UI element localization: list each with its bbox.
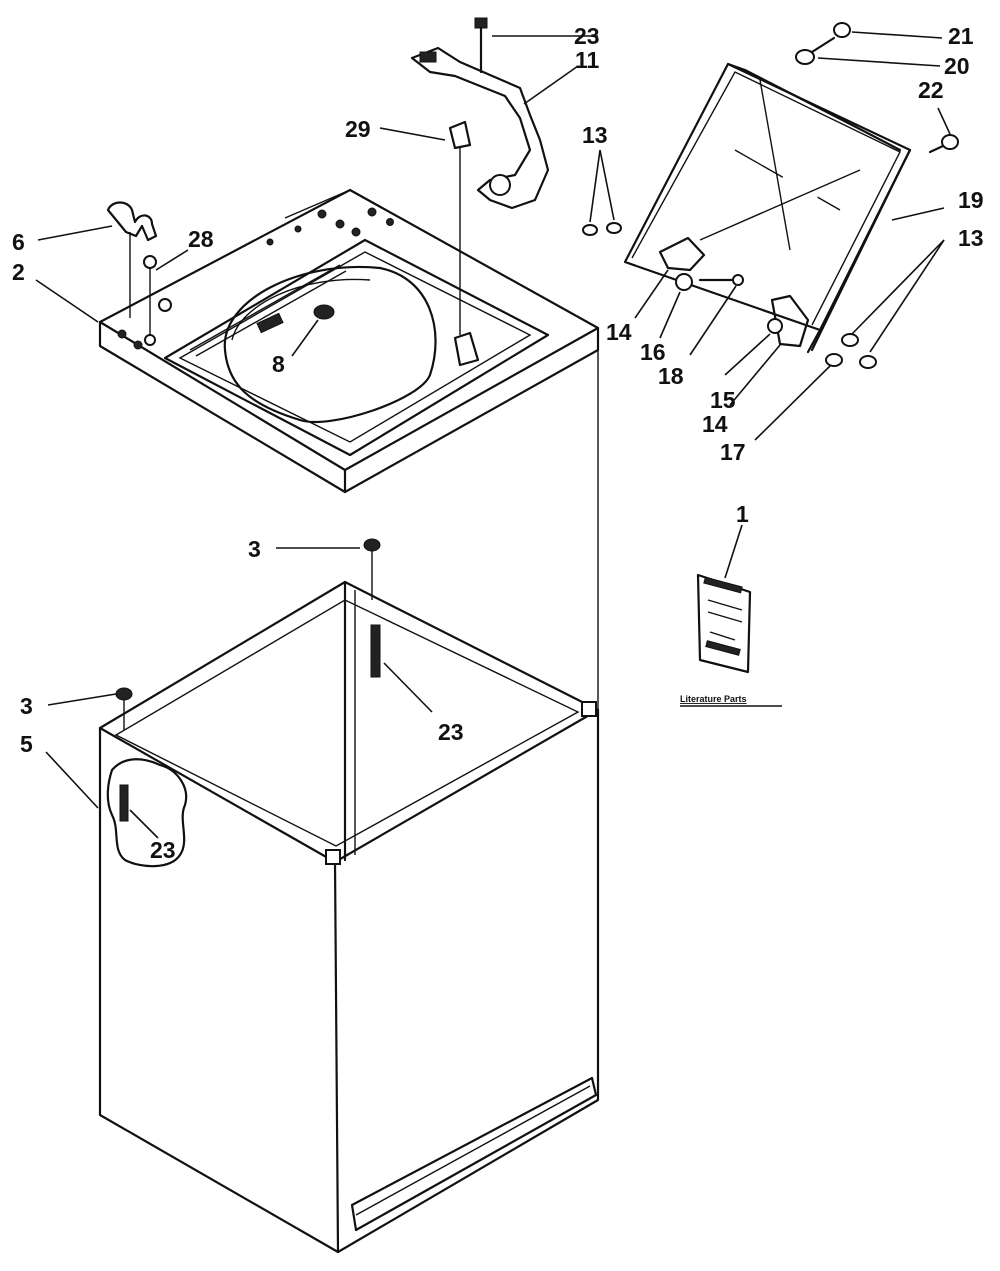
callout-13-left: 13: [582, 122, 608, 148]
hinge-part-14-right: [770, 294, 810, 348]
clip-part-3-top: [363, 538, 381, 552]
part-11-lid-switch: [410, 46, 550, 210]
callout-13-right: 13: [958, 225, 984, 251]
bumper-part-21: [833, 22, 851, 38]
part-29-bracket: [448, 120, 472, 150]
pin-part-13-right-a: [841, 333, 859, 347]
callout-14-left: 14: [606, 319, 632, 345]
screw-part-28: [143, 255, 157, 269]
pin-part-13-left-b: [606, 222, 622, 234]
callout-14-right: 14: [702, 411, 728, 437]
callout-23-top: 23: [574, 23, 600, 49]
cabinet: [98, 580, 600, 1254]
leader-lines: [35, 31, 951, 839]
literature-caption: Literature Parts: [680, 694, 747, 704]
top-panel: [98, 188, 600, 494]
callout-19: 19: [958, 187, 984, 213]
screw-part-23-mid: [370, 624, 381, 678]
lid: [623, 62, 912, 354]
clip-part-3-left: [115, 687, 133, 701]
callout-17: 17: [720, 439, 746, 465]
callout-23-cutaway: 23: [150, 837, 176, 863]
callout-2: 2: [12, 259, 25, 285]
callout-11: 11: [575, 47, 600, 73]
pin-part-18: [732, 274, 744, 286]
callout-29: 29: [345, 116, 371, 142]
bushing-part-16: [675, 273, 693, 291]
screw-part-22: [941, 134, 959, 150]
callout-28: 28: [188, 226, 214, 252]
callout-5: 5: [20, 731, 33, 757]
hardware: [106, 17, 959, 730]
callout-21: 21: [948, 23, 974, 49]
literature-booklet: [696, 573, 752, 674]
clip-part-6: [106, 201, 158, 242]
callout-1: 1: [736, 501, 749, 527]
nut-part-20: [795, 49, 815, 65]
callout-3-left: 3: [20, 693, 33, 719]
callout-8: 8: [272, 351, 285, 377]
washer-part-17: [825, 353, 843, 367]
pin-part-13-right-b: [859, 355, 877, 369]
bushing-part-15: [767, 318, 783, 334]
callout-6: 6: [12, 229, 25, 255]
callout-15: 15: [710, 387, 736, 413]
callout-23-mid: 23: [438, 719, 464, 745]
screw-part-23-top: [474, 17, 488, 29]
hinge-part-14-left: [658, 236, 706, 272]
callout-3-top: 3: [248, 536, 261, 562]
part-8-fastener: [313, 304, 335, 320]
callout-labels: 23 11 29 6 2 28 8 13 21 20 22 19 13 14 1…: [12, 23, 984, 863]
callout-20: 20: [944, 53, 970, 79]
pin-part-13-left-a: [582, 224, 598, 236]
callout-18: 18: [658, 363, 684, 389]
callout-16: 16: [640, 339, 666, 365]
callout-22: 22: [918, 77, 944, 103]
